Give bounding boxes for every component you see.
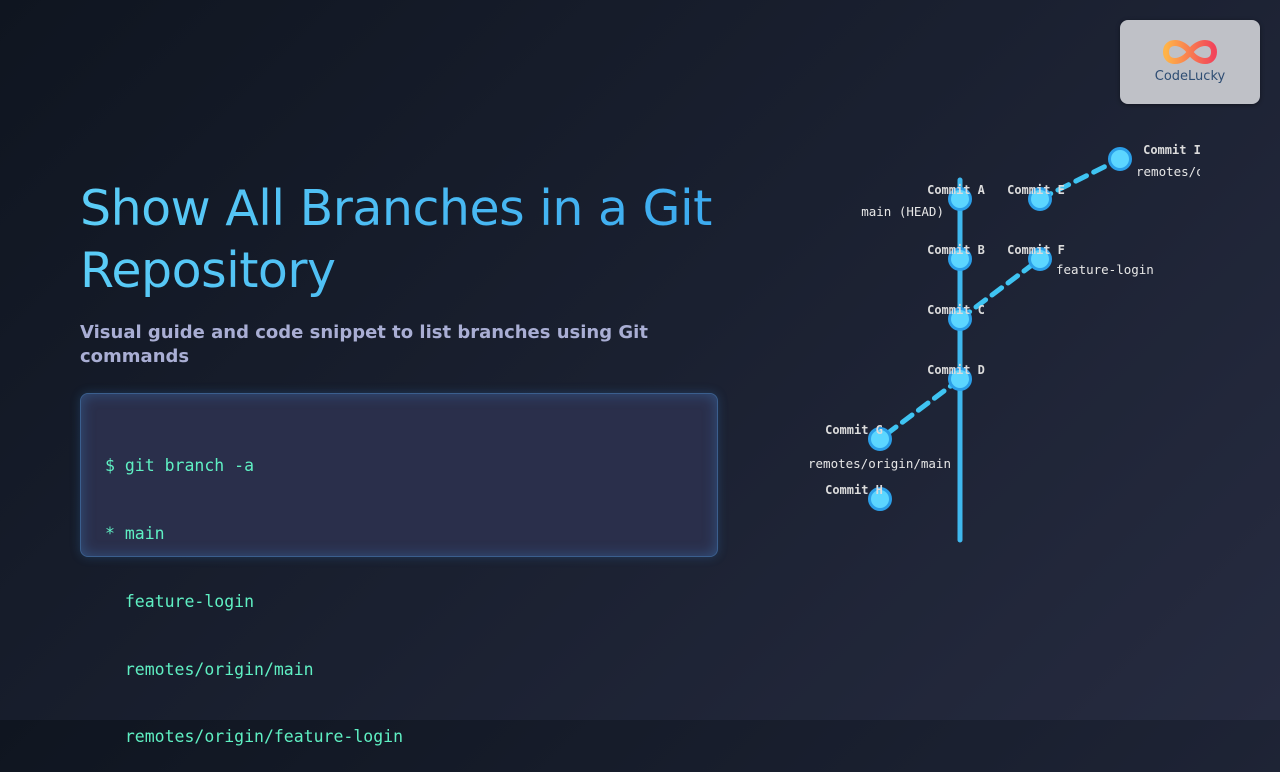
infinity-logo-icon <box>1162 40 1218 64</box>
commit-node-c[interactable] <box>948 307 972 331</box>
codelucky-logo: CodeLucky <box>1120 20 1260 104</box>
code-line: * main <box>105 523 165 543</box>
code-snippet: $ git branch -a * main feature-login rem… <box>80 393 718 746</box>
commit-node-b[interactable] <box>948 247 972 271</box>
page-subtitle: Visual guide and code snippet to list br… <box>80 322 648 367</box>
branch-label-origin-main: remotes/origin/main <box>808 456 951 471</box>
commit-node-a[interactable] <box>948 187 972 211</box>
commit-node-g[interactable] <box>868 427 892 451</box>
branch-label-origin-feature: remotes/origin/feature-login <box>1136 164 1200 179</box>
code-line: remotes/origin/main <box>105 659 314 679</box>
commit-label: Commit E <box>1007 183 1065 197</box>
branch-graph: main (HEAD) feature-login remotes/origin… <box>740 130 1200 560</box>
logo-text: CodeLucky <box>1154 69 1226 84</box>
branch-label-feature: feature-login <box>1056 262 1154 277</box>
commit-node-d[interactable] <box>948 367 972 391</box>
commit-node-i[interactable] <box>1108 147 1132 171</box>
graph-edges <box>877 156 1123 543</box>
commit-label: Commit G <box>825 423 883 437</box>
page-title: Show All Branches in a Git Repository <box>80 178 760 302</box>
commit-label: Commit D <box>927 363 985 377</box>
branch-label-main: main (HEAD) <box>861 204 944 219</box>
code-line: feature-login <box>105 591 255 611</box>
commit-label: Commit B <box>927 243 985 257</box>
feature-edge <box>957 256 1043 322</box>
commit-node-h[interactable] <box>868 487 892 511</box>
commit-label: Commit A <box>927 183 985 197</box>
commit-label: Commit H <box>825 483 883 497</box>
commit-label: Commit C <box>927 303 985 317</box>
remote-feature-edge <box>1037 156 1123 202</box>
remote-main-edge <box>877 376 963 442</box>
code-line: $ git branch -a <box>105 456 255 476</box>
commit-label: Commit F <box>1007 243 1065 257</box>
commit-node-f[interactable] <box>1028 247 1052 271</box>
commit-node-e[interactable] <box>1028 187 1052 211</box>
commit-label: Commit I <box>1143 143 1200 157</box>
code-line: remotes/origin/feature-login <box>105 727 404 747</box>
